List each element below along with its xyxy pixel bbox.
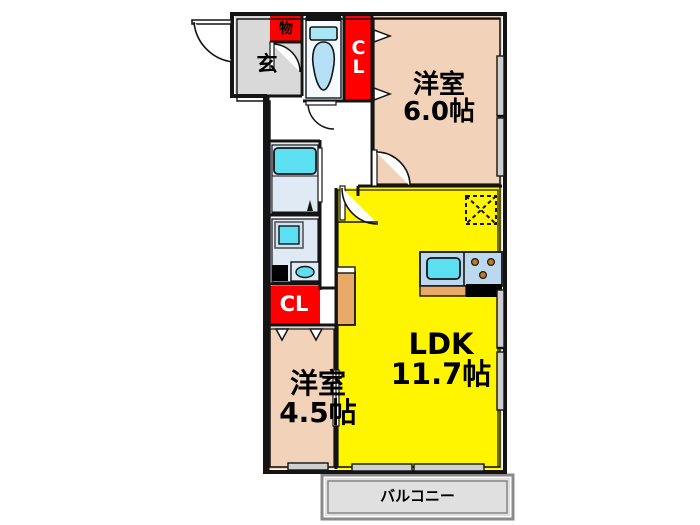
bath-door (317, 147, 323, 203)
storage-door (269, 41, 301, 73)
kitchen-unit (419, 251, 503, 297)
storage-floor (270, 16, 302, 42)
interior-walls (235, 16, 502, 472)
bedroom6-floor (374, 16, 502, 184)
ceiling-vent-icon (465, 195, 497, 225)
toilet-door (305, 100, 337, 130)
bedroom6-door (371, 149, 411, 187)
toilet-fixture (305, 16, 342, 99)
kitchen-side-partition (336, 266, 356, 326)
washroom-fixtures (272, 221, 321, 282)
closet-bedroom-floor (268, 286, 320, 324)
exterior-walls (230, 12, 507, 474)
bedroom45-closet-door-marks (274, 328, 324, 342)
entrance-door (191, 16, 234, 92)
balcony-floor (325, 478, 510, 516)
bedroom45-door (332, 369, 340, 427)
bathtub (271, 147, 319, 213)
ldk-floor-upper-notch (358, 186, 502, 196)
balcony-outline (320, 473, 515, 521)
balcony-window (287, 462, 485, 472)
wall-ticks (497, 114, 504, 350)
ldk-hall-door (338, 185, 379, 225)
closet-entry-floor (345, 16, 372, 101)
ldk-floor (336, 188, 502, 469)
closet-entry-door-marks (373, 28, 393, 102)
